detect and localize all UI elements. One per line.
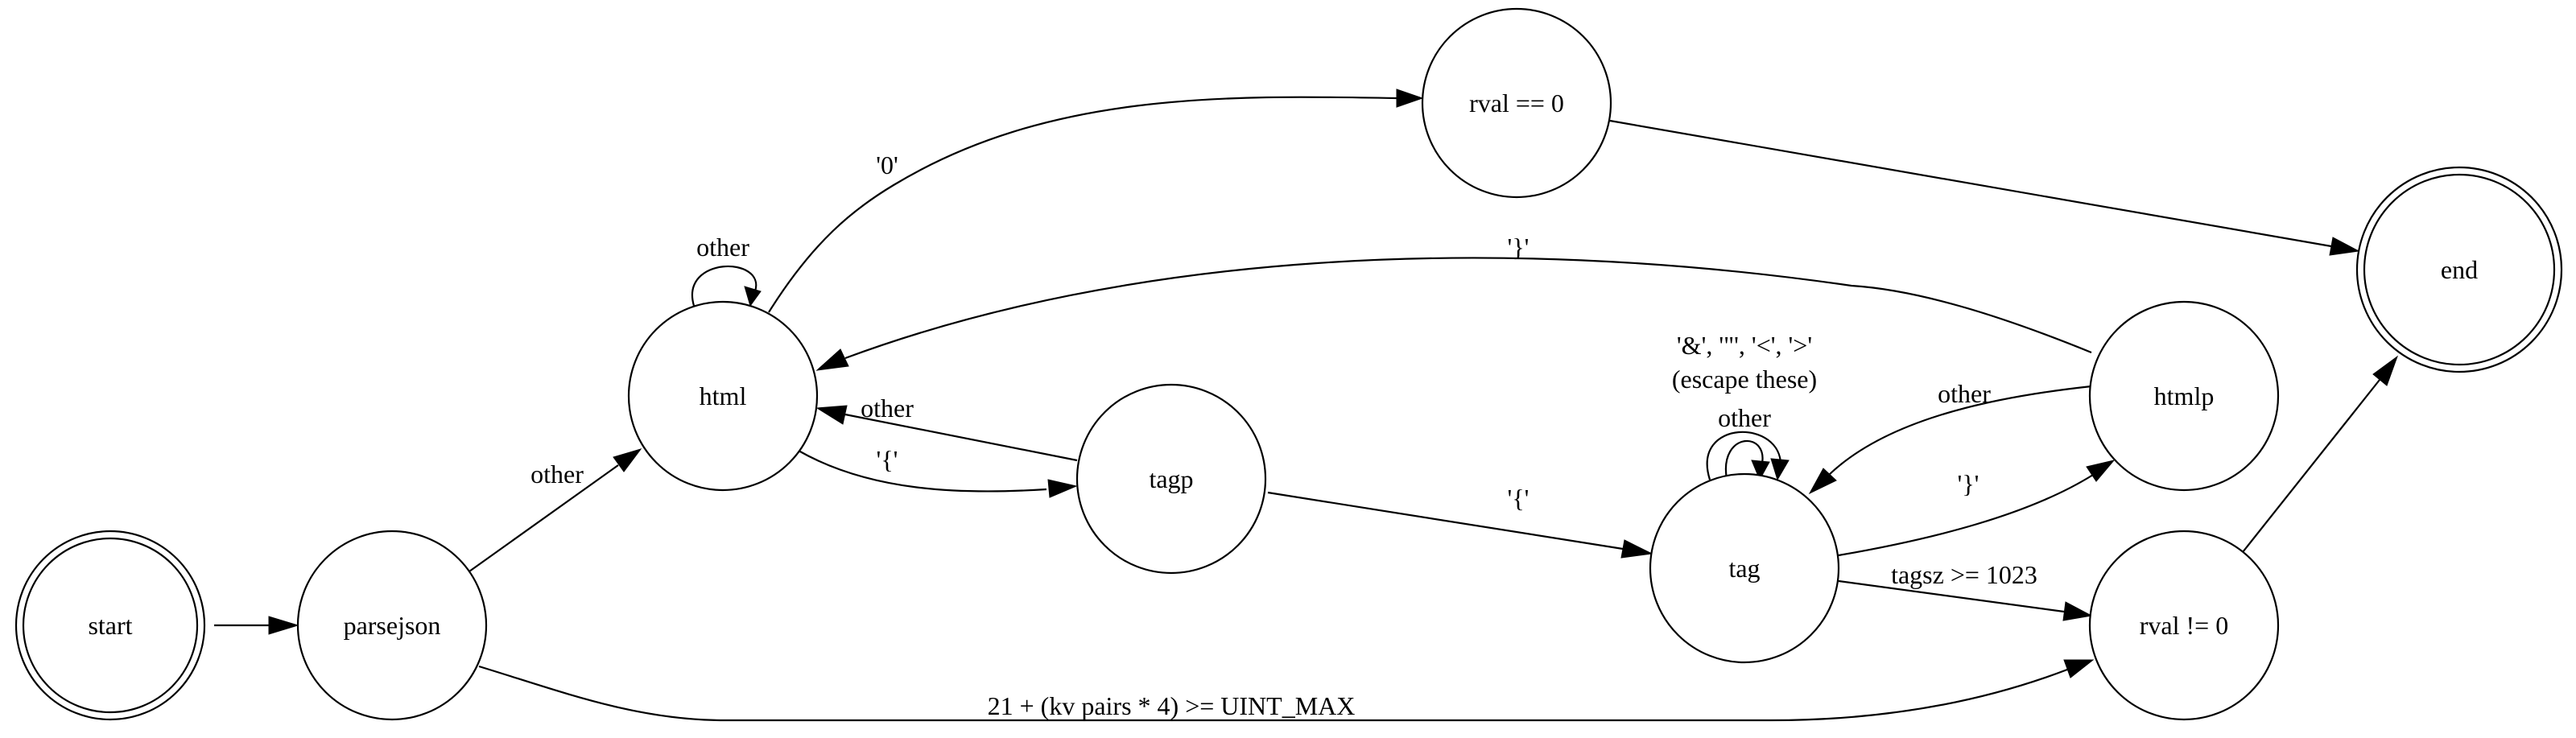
state-label: rval != 0 <box>2140 611 2228 640</box>
state-label: tag <box>1728 554 1760 583</box>
edge-line <box>768 96 1397 313</box>
arrowhead <box>815 348 849 371</box>
state-label: rval == 0 <box>1469 89 1564 118</box>
edge-htmlp-tag: other <box>1808 379 2092 495</box>
arrowhead <box>1770 458 1790 481</box>
arrowhead <box>1620 539 1653 559</box>
state-circle <box>1075 383 1267 575</box>
state-node-htmlp: htmlp <box>2088 300 2280 492</box>
state-label: parsejson <box>344 611 441 640</box>
edge-label: 21 + (kv pairs * 4) >= UINT_MAX <box>988 691 1356 720</box>
arrowhead <box>2086 460 2116 482</box>
state-node-html: html <box>627 300 819 492</box>
arrowhead <box>1047 479 1078 498</box>
edge-parsejson-html: other <box>469 448 642 572</box>
state-node-tag: tag <box>1649 472 1840 664</box>
edge-line <box>798 450 1047 493</box>
edge-label: '&', '"', '<', '>' <box>1677 331 1812 360</box>
nodes-layer: start parsejson html tagp tag htmlp rval == 0 r… <box>14 7 2563 721</box>
state-node-rval_ne: rval != 0 <box>2088 530 2280 721</box>
edge-line <box>1828 385 2092 476</box>
state-node-end: end <box>2355 166 2563 373</box>
state-circle <box>627 300 819 492</box>
edge-line <box>1609 119 2332 248</box>
edge-tag-rval_ne: tagsz >= 1023 <box>1838 560 2093 621</box>
edge-htmlp-html: '}' <box>815 233 2092 371</box>
edge-rval_ne-end <box>2242 355 2399 553</box>
arrowhead <box>1751 460 1770 481</box>
state-label: end <box>2441 255 2478 284</box>
edge-label: other <box>1718 403 1771 432</box>
edge-tagp-tag: '{' <box>1267 484 1653 559</box>
edge-html-rval_eq: '0' <box>768 89 1424 313</box>
edge-label: '}' <box>1508 233 1530 262</box>
arrowhead <box>613 448 642 472</box>
edge-tag-htmlp: '}' <box>1838 460 2116 557</box>
edge-tag-tag-escape: '&', '"', '<', '>' (escape these) <box>1672 331 1817 481</box>
edge-label: '}' <box>1958 469 1979 498</box>
edge-line <box>1724 440 1764 480</box>
state-circle <box>1649 472 1840 664</box>
edge-line <box>1267 491 1624 550</box>
arrowhead <box>2062 601 2093 621</box>
edge-tagp-html: other <box>815 394 1078 462</box>
edge-label: (escape these) <box>1672 365 1817 394</box>
edge-label: '{' <box>877 445 898 474</box>
edge-label: other <box>696 233 749 262</box>
edges-layer: other 21 + (kv pairs * 4) >= UINT_MAX othe… <box>214 89 2399 722</box>
edge-tag-tag-other: other <box>1718 403 1771 481</box>
edge-line <box>844 413 1078 462</box>
state-label: tagp <box>1149 464 1193 493</box>
state-label: htmlp <box>2154 381 2215 410</box>
edge-label: other <box>1938 379 1991 408</box>
edge-label: '{' <box>1508 484 1530 513</box>
final-state-inner-ring <box>22 537 199 714</box>
state-circle <box>2088 530 2280 721</box>
edge-html-html: other <box>691 233 762 307</box>
edge-line <box>2242 379 2380 553</box>
state-node-rval_eq: rval == 0 <box>1421 7 1612 199</box>
edge-start-parsejson <box>214 616 299 635</box>
edge-line <box>1706 431 1782 480</box>
arrowhead <box>815 405 848 425</box>
edge-label: other <box>530 460 584 489</box>
state-label: html <box>700 381 747 410</box>
arrowhead <box>268 616 299 635</box>
state-circle <box>2088 300 2280 492</box>
arrowhead <box>744 286 762 307</box>
edge-line <box>691 265 758 307</box>
state-label: start <box>88 611 132 640</box>
edge-line <box>844 257 2092 360</box>
arrowhead <box>2329 237 2360 256</box>
edge-rval_eq-end <box>1609 119 2360 256</box>
edge-label: other <box>861 394 914 423</box>
state-circle <box>296 530 488 721</box>
edge-label: tagsz >= 1023 <box>1891 560 2037 589</box>
edge-line <box>1838 579 2065 613</box>
arrowhead <box>1396 89 1424 108</box>
edge-html-tagp: '{' <box>798 445 1078 498</box>
edge-line <box>469 464 619 572</box>
edge-line <box>1838 474 2094 557</box>
state-node-tagp: tagp <box>1075 383 1267 575</box>
state-node-parsejson: parsejson <box>296 530 488 721</box>
final-state-inner-ring <box>2363 173 2556 366</box>
state-node-start: start <box>14 530 206 721</box>
edge-line <box>478 665 2068 722</box>
arrowhead <box>2372 355 2399 386</box>
arrowhead <box>2063 659 2095 678</box>
edge-parsejson-rval_ne: 21 + (kv pairs * 4) >= UINT_MAX <box>478 659 2095 722</box>
arrowhead <box>1808 468 1837 495</box>
state-circle <box>1421 7 1612 199</box>
edge-label: '0' <box>876 150 898 179</box>
